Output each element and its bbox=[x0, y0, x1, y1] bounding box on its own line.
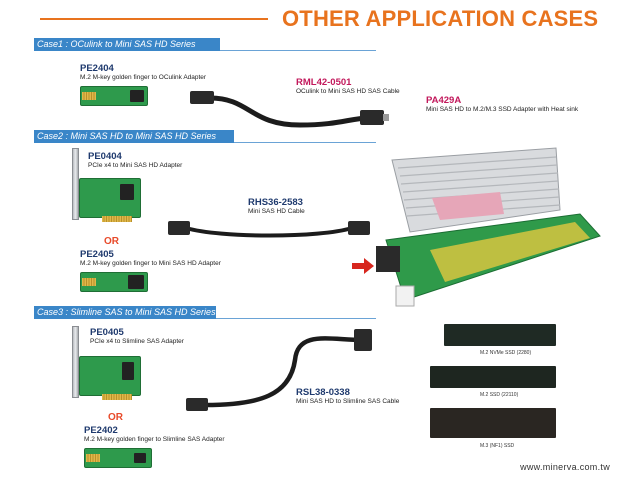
rml42-code: RML42-0501 bbox=[296, 77, 352, 88]
pe2404-code: PE2404 bbox=[80, 63, 114, 74]
ssd-m3-nf1 bbox=[430, 408, 556, 438]
pe2405-code: PE2405 bbox=[80, 249, 114, 260]
pe2402-desc: M.2 M-key golden finger to Slimline SAS … bbox=[84, 436, 225, 443]
pa429a-desc: Mini SAS HD to M.2/M.3 SSD Adapter with … bbox=[426, 106, 579, 113]
mini-sas-plug-right bbox=[348, 221, 370, 235]
case3-rule bbox=[216, 318, 376, 319]
pe0404-desc: PCIe x4 to Mini SAS HD Adapter bbox=[88, 162, 183, 169]
or-label-case2: OR bbox=[104, 236, 119, 247]
power-connector bbox=[395, 285, 415, 307]
ssd-nvme-2280 bbox=[444, 324, 556, 346]
pe2402-code: PE2402 bbox=[84, 425, 118, 436]
slimline-plug bbox=[186, 398, 208, 411]
pa429a-code: PA429A bbox=[426, 95, 462, 106]
mini-sas-plug bbox=[360, 110, 384, 125]
pe0405-desc: PCIe x4 to Slimline SAS Adapter bbox=[90, 338, 184, 345]
arrow-icon bbox=[352, 258, 374, 274]
pe2405-desc: M.2 M-key golden finger to Mini SAS HD A… bbox=[80, 260, 221, 267]
pe0404-code: PE0404 bbox=[88, 151, 122, 162]
mini-sas-hd-cable bbox=[168, 221, 370, 238]
pa429a-board bbox=[376, 147, 601, 307]
title-rule bbox=[40, 18, 268, 20]
rhs36-code: RHS36-2583 bbox=[248, 197, 303, 208]
rml42-desc: OCulink to Mini SAS HD SAS Cable bbox=[296, 88, 400, 95]
website-url: www.minerva.com.tw bbox=[520, 462, 610, 472]
case2-rule bbox=[234, 142, 376, 143]
pe2404-desc: M.2 M-key golden finger to OCulink Adapt… bbox=[80, 74, 207, 81]
slimline-cable bbox=[186, 329, 372, 411]
or-label-case3: OR bbox=[108, 412, 123, 423]
case2-heading: Case2 : Mini SAS HD to Mini SAS HD Serie… bbox=[34, 130, 234, 143]
ssd-22110-caption: M.2 SSD (22110) bbox=[480, 392, 519, 398]
mini-sas-plug-case3 bbox=[354, 329, 372, 351]
pe0405-code: PE0405 bbox=[90, 327, 124, 338]
rsl38-code: RSL38-0338 bbox=[296, 387, 350, 398]
mini-sas-plug-left bbox=[168, 221, 190, 235]
case1-heading: Case1 : OCulink to Mini SAS HD Series bbox=[34, 38, 220, 51]
oculink-plug bbox=[190, 91, 214, 104]
rsl38-desc: Mini SAS HD to Slimline SAS Cable bbox=[296, 398, 400, 405]
page-title: OTHER APPLICATION CASES bbox=[282, 6, 599, 31]
ssd-22110 bbox=[430, 366, 556, 388]
case1-rule bbox=[220, 50, 376, 51]
rhs36-desc: Mini SAS HD Cable bbox=[248, 208, 305, 215]
sas-port bbox=[376, 246, 400, 272]
ssd-nvme-caption: M.2 NVMe SSD (2280) bbox=[480, 350, 532, 356]
oculink-cable bbox=[190, 91, 389, 128]
ssd-m3-caption: M.3 (NF1) SSD bbox=[480, 443, 515, 449]
case3-heading: Case3 : Slimline SAS to Mini SAS HD Seri… bbox=[34, 306, 216, 319]
